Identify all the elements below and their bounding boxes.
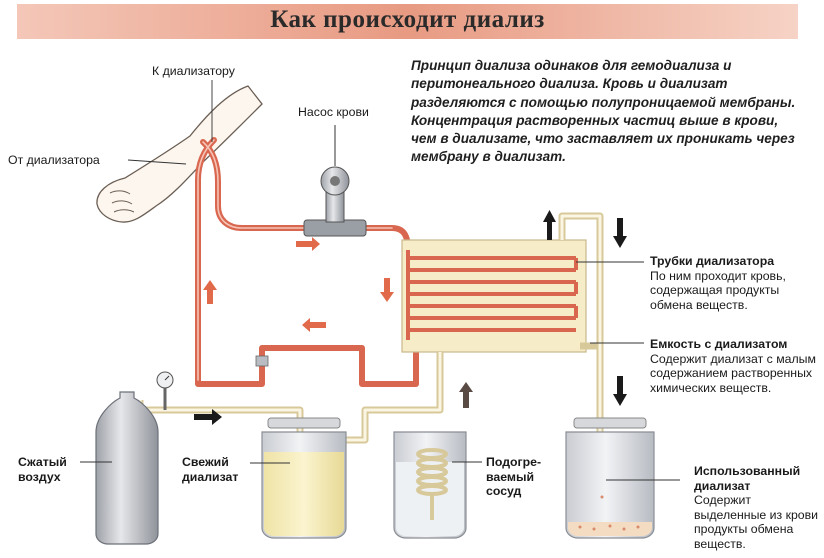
label-line: Свежий — [182, 455, 229, 469]
flow-arrows — [194, 210, 627, 425]
arrow-down-icon — [613, 218, 627, 248]
blood-pump — [303, 125, 367, 237]
leader-lines — [80, 80, 680, 481]
arrow-left-icon — [302, 318, 326, 332]
label-heated-vessel: Подогре- ваемый сосуд — [486, 455, 541, 499]
blood-tubing — [195, 137, 419, 387]
callout-title: Емкость с диализатом — [650, 337, 788, 351]
callout-text: По ним проходит кровь, содержащая продук… — [650, 268, 786, 312]
label-line: воздух — [18, 469, 61, 484]
label-line: ваемый — [486, 469, 535, 484]
tube-connector — [255, 355, 269, 367]
label-to-dialyzer: К диализатору — [152, 64, 235, 78]
callout-title: Использованный — [694, 464, 801, 478]
callout-text: Содержит выделенные из крови продукты об… — [694, 493, 819, 551]
heated-vessel — [393, 431, 467, 539]
arrow-up-icon — [543, 210, 556, 240]
used-dialysate-jar — [565, 417, 655, 539]
label-from-dialyzer: От диализатора — [8, 153, 100, 167]
pressure-gauge — [156, 371, 174, 410]
arm-illustration — [96, 85, 263, 223]
callout-title: Трубки диализатора — [650, 254, 775, 268]
callout-dialyzer-tubes: Трубки диализатора По ним проходит кровь… — [650, 254, 820, 312]
dialyzer-tank — [401, 239, 587, 353]
label-fresh-dialysate: Свежий диализат — [182, 455, 238, 484]
label-line: Подогре- — [486, 455, 542, 469]
arrow-right-icon — [296, 237, 320, 251]
label-line: диализат — [182, 469, 239, 484]
callout-title: диализат — [694, 478, 751, 493]
compressed-air-cylinder — [95, 391, 159, 545]
arrow-right-icon — [194, 409, 222, 425]
label-blood-pump: Насос крови — [298, 105, 369, 119]
fresh-dialysate-jar — [261, 417, 347, 539]
arrow-down-icon — [613, 376, 627, 406]
page-title: Как происходит диализ — [270, 6, 545, 33]
callout-used-dialysate: Использованный диализат Содержит выделен… — [694, 464, 822, 551]
label-line: сосуд — [486, 484, 522, 498]
arrow-up-icon — [459, 382, 473, 408]
callout-text: Содержит диализат с малым содержанием ра… — [650, 351, 816, 395]
intro-paragraph: Принцип диализа одинаков для гемодиализа… — [411, 58, 796, 165]
label-line: Сжатый — [18, 455, 67, 469]
callout-dialysate-tank: Емкость с диализатом Содержит диализат с… — [650, 337, 820, 395]
arrow-down-icon — [380, 278, 394, 302]
label-compressed-air: Сжатый воздух — [18, 455, 67, 484]
title-band: Как происходит диализ — [17, 4, 798, 39]
arrow-up-icon — [203, 280, 217, 304]
